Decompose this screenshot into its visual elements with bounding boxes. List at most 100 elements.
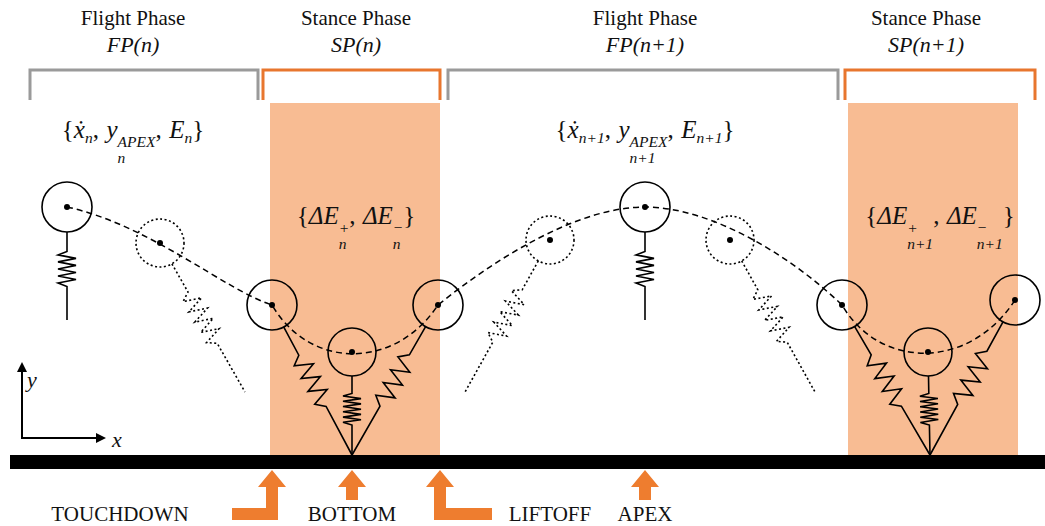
brace: } <box>1003 202 1015 229</box>
script-stack: −n+1 <box>977 220 1003 253</box>
y-axis <box>21 364 23 439</box>
leg-spring <box>930 322 1003 455</box>
superscript: − <box>393 220 403 236</box>
phase-symbol: FP(n) <box>107 34 160 56</box>
mass-center <box>642 204 648 210</box>
separator: , <box>605 116 611 143</box>
script-stack: −n <box>393 220 403 253</box>
mass-center <box>727 237 733 243</box>
math-symbol: y <box>106 116 117 143</box>
body-mass <box>247 280 297 330</box>
superscript: + <box>339 220 349 236</box>
body-mass <box>620 182 670 232</box>
subscript: n <box>118 150 156 166</box>
math-symbol: ΔE <box>309 202 339 229</box>
superscript: + <box>907 220 933 236</box>
subscript: n <box>339 236 349 252</box>
brace: { <box>556 116 568 143</box>
bottom-arrow <box>338 470 366 500</box>
phase-bracket <box>30 70 258 100</box>
superscript: APEX <box>630 134 668 150</box>
separator: , <box>93 116 99 143</box>
script-stack: APEXn+1 <box>630 134 668 167</box>
brace: { <box>865 202 877 229</box>
phase-title: Stance Phase <box>301 8 411 29</box>
math-symbol: E <box>681 116 696 143</box>
axis-label: x <box>112 429 122 451</box>
body-mass <box>526 216 574 264</box>
math-symbol: ΔE <box>947 202 977 229</box>
state-formula: {ΔE+n+1,ΔE−n+1} <box>865 203 1015 252</box>
superscript: − <box>977 220 1003 236</box>
leg-spring <box>465 261 538 392</box>
phase-bracket <box>263 70 440 100</box>
stance-band <box>848 103 1018 455</box>
phase-bracket <box>845 70 1035 100</box>
script-stack: APEXn <box>118 134 156 167</box>
subscript: n+1 <box>696 129 722 146</box>
event-arrows <box>232 470 659 520</box>
brace: } <box>403 202 415 229</box>
leg-spring <box>636 232 654 320</box>
event-label: TOUCHDOWN <box>51 504 188 525</box>
event-label: LIFTOFF <box>509 504 591 525</box>
separator: , <box>933 202 939 229</box>
body-mass <box>42 182 92 232</box>
math-symbol: ẋ <box>74 116 85 143</box>
phase-symbol: FP(n+1) <box>606 34 684 56</box>
phase-title: Stance Phase <box>871 8 981 29</box>
brace: { <box>297 202 309 229</box>
brace: } <box>192 116 204 143</box>
event-label: BOTTOM <box>308 504 396 525</box>
stance-band <box>270 103 440 455</box>
body-mass <box>904 328 952 376</box>
brace: { <box>62 116 74 143</box>
superscript: APEX <box>118 134 156 150</box>
touchdown-arrow <box>232 470 286 520</box>
leg-spring <box>58 232 76 320</box>
mass-center <box>839 302 845 308</box>
event-label: APEX <box>618 504 673 525</box>
axis-label: y <box>27 369 37 391</box>
x-axis <box>21 437 104 439</box>
mass-center <box>64 204 70 210</box>
separator: , <box>349 202 355 229</box>
subscript: n+1 <box>630 150 668 166</box>
math-symbol: E <box>169 116 184 143</box>
liftoff-arrow <box>426 470 492 520</box>
mass-center <box>269 302 275 308</box>
subscript: n <box>393 236 403 252</box>
subscript: n <box>85 129 93 146</box>
math-symbol: ΔE <box>363 202 393 229</box>
subscript: n+1 <box>579 129 605 146</box>
script-stack: +n+1 <box>907 220 933 253</box>
leg-spring <box>855 327 930 455</box>
state-formula: {ẋn,yAPEXn,En} <box>62 117 204 166</box>
body-mass <box>136 219 184 267</box>
ground <box>10 455 1045 469</box>
separator: , <box>155 116 161 143</box>
math-symbol: y <box>618 116 629 143</box>
state-formula: {ΔE+n,ΔE−n} <box>297 203 416 252</box>
body-mass <box>413 280 463 330</box>
subscript: n+1 <box>977 236 1003 252</box>
leg-spring <box>172 264 245 392</box>
mass-center <box>1012 297 1018 303</box>
separator: , <box>667 116 673 143</box>
leg-spring <box>352 327 426 455</box>
leg-spring <box>742 261 815 392</box>
mass-center <box>435 302 441 308</box>
phase-bracket <box>448 70 838 100</box>
body-mass <box>328 328 376 376</box>
phase-title: Flight Phase <box>81 8 185 29</box>
phase-title: Flight Phase <box>593 8 697 29</box>
mass-center <box>349 349 355 355</box>
phase-symbol: SP(n) <box>331 34 381 56</box>
script-stack: +n <box>339 220 349 253</box>
subscript: n <box>184 129 192 146</box>
leg-spring <box>920 376 938 455</box>
body-mass <box>706 216 754 264</box>
subscript: n+1 <box>907 236 933 252</box>
body-mass <box>990 275 1040 325</box>
